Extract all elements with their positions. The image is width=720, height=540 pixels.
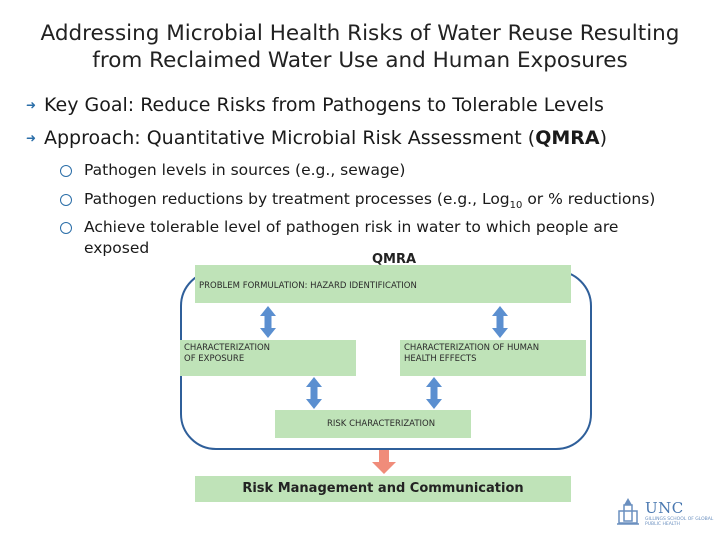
circle-bullet-icon <box>60 194 72 206</box>
double-arrow-icon <box>492 306 508 338</box>
circle-bullet-icon <box>60 165 72 177</box>
problem-formulation-label: PROBLEM FORMULATION: HAZARD IDENTIFICATI… <box>199 281 417 291</box>
title-line-2: from Reclaimed Water Use and Human Expos… <box>92 48 628 73</box>
sub-bullet-reductions: Pathogen reductions by treatment process… <box>60 189 694 212</box>
qmra-label: QMRA <box>372 252 417 267</box>
bullet-key-goal: ➜ Key Goal: Reduce Risks from Pathogens … <box>26 93 604 117</box>
sub-bullet-tolerable-text: Achieve tolerable level of pathogen risk… <box>84 218 619 257</box>
risk-characterization-box: RISK CHARACTERIZATION <box>275 410 471 438</box>
double-arrow-icon <box>306 377 322 409</box>
bullet-key-goal-text: Key Goal: Reduce Risks from Pathogens to… <box>44 94 604 116</box>
sub-bullet-sources-text: Pathogen levels in sources (e.g., sewage… <box>84 161 406 179</box>
bullet-approach: ➜ Approach: Quantitative Microbial Risk … <box>26 126 608 150</box>
sub-bullet-reductions-pre: Pathogen reductions by treatment process… <box>84 190 510 208</box>
bullet-arrow-icon: ➜ <box>26 131 37 145</box>
unc-logo-subtitle: GILLINGS SCHOOL OF GLOBAL PUBLIC HEALTH <box>645 517 714 527</box>
bullet-arrow-icon: ➜ <box>26 98 37 112</box>
slide-title: Addressing Microbial Health Risks of Wat… <box>0 20 720 74</box>
double-arrow-icon <box>260 306 276 338</box>
sub-bullet-sources: Pathogen levels in sources (e.g., sewage… <box>60 160 694 181</box>
health-effects-label: CHARACTERIZATION OF HUMAN HEALTH EFFECTS <box>404 343 540 364</box>
sub-bullet-reductions-post: or % reductions) <box>522 190 656 208</box>
bullet-approach-prefix: Approach: Quantitative Microbial Risk As… <box>44 127 536 149</box>
health-effects-box: CHARACTERIZATION OF HUMAN HEALTH EFFECTS <box>400 340 586 376</box>
exposure-label: CHARACTERIZATION OF EXPOSURE <box>184 343 271 364</box>
problem-formulation-box: PROBLEM FORMULATION: HAZARD IDENTIFICATI… <box>195 265 571 303</box>
bell-tower-icon <box>617 498 639 525</box>
circle-bullet-icon <box>60 222 72 234</box>
bullet-approach-suffix: ) <box>599 127 608 149</box>
exposure-box: CHARACTERIZATION OF EXPOSURE <box>180 340 356 376</box>
risk-management-box: Risk Management and Communication <box>195 476 571 502</box>
bullet-approach-strong: QMRA <box>535 127 600 149</box>
sub-bullet-reductions-sub: 10 <box>509 200 523 212</box>
unc-logo: UNC GILLINGS SCHOOL OF GLOBAL PUBLIC HEA… <box>615 497 715 529</box>
double-arrow-icon <box>426 377 442 409</box>
risk-characterization-label: RISK CHARACTERIZATION <box>327 419 436 429</box>
down-arrow-icon <box>372 450 396 474</box>
unc-logo-text: UNC <box>645 499 684 517</box>
sub-bullet-tolerable: Achieve tolerable level of pathogen risk… <box>60 217 664 259</box>
title-line-1: Addressing Microbial Health Risks of Wat… <box>40 21 680 46</box>
